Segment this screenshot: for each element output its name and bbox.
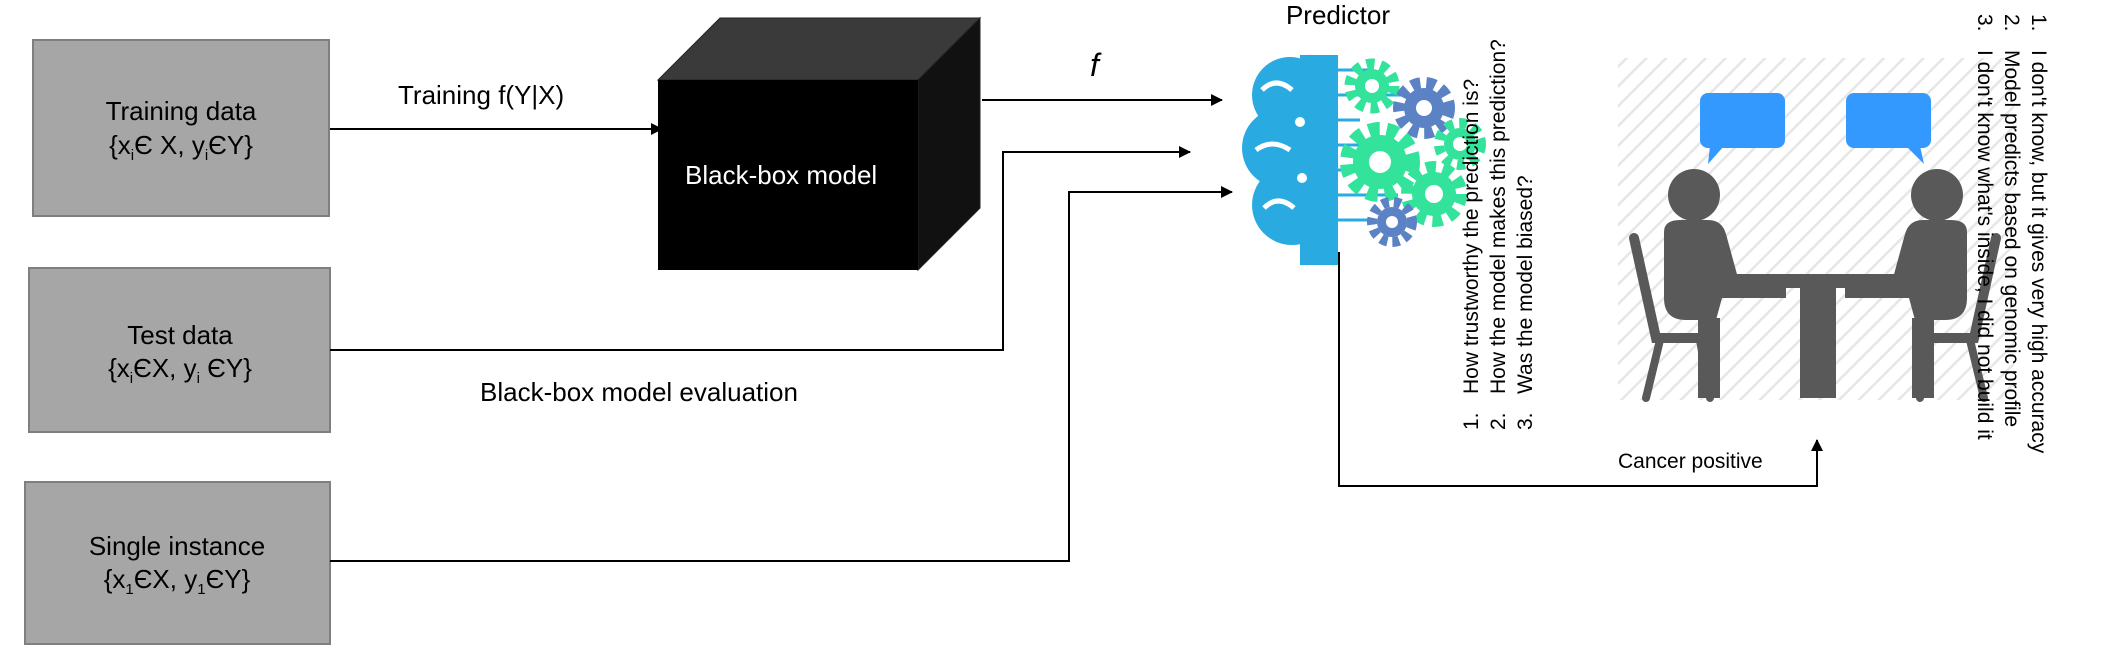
person-right-icon	[1845, 169, 2001, 402]
question-number-2: 2.	[1487, 412, 1510, 430]
gear-icon	[1340, 122, 1420, 202]
question-number-1: 1.	[1460, 412, 1483, 430]
person-left-icon	[1629, 169, 1786, 402]
question-item-1: How trustworthy the prediction is?	[1460, 79, 1483, 394]
test-data-box: Test data {xiЄX, yi ЄY}	[28, 267, 331, 433]
speech-bubble-icon	[1846, 93, 1931, 164]
gear-icon	[1401, 161, 1467, 227]
answer-item-3: I don't know what's inside, I did not bu…	[1973, 50, 1996, 440]
gear-icon	[1393, 77, 1455, 139]
single-instance-title: Single instance	[89, 531, 265, 561]
test-data-title: Test data	[127, 320, 233, 350]
question-item-3: Was the model biased?	[1514, 175, 1537, 394]
evaluation-label: Black-box model evaluation	[480, 377, 798, 407]
answer-number-1: 1.	[2027, 14, 2050, 32]
training-data-title: Training data	[106, 96, 257, 126]
black-box-model-label: Black-box model	[685, 160, 877, 190]
consultation-illustration	[1618, 58, 2014, 402]
black-box-model: Black-box model	[656, 16, 982, 272]
single-instance-box: Single instance {x1ЄX, y1ЄY}	[24, 481, 331, 645]
gear-icon	[1344, 58, 1400, 114]
gear-icon	[1367, 197, 1417, 247]
questions-list: 1. How trustworthy the prediction is? 2.…	[1460, 39, 1537, 430]
predictor-title: Predictor	[1286, 0, 1390, 30]
single-instance-formula: {x1ЄX, y1ЄY}	[104, 564, 251, 598]
gear-icons	[1340, 58, 1486, 247]
gear-icon	[1434, 118, 1486, 170]
f-label: f	[1090, 47, 1102, 83]
answers-list: 1. I don't know, but it gives very high …	[1973, 14, 2050, 454]
single-instance-arrow	[330, 186, 1233, 562]
training-arrow-label: Training f(Y|X)	[398, 80, 564, 110]
training-data-formula: {xiЄ X, yiЄY}	[109, 130, 253, 164]
question-number-3: 3.	[1514, 412, 1537, 430]
cancer-positive-arrow	[1338, 252, 1823, 487]
test-data-formula: {xiЄX, yi ЄY}	[108, 353, 252, 387]
answer-number-3: 3.	[1973, 14, 1996, 32]
answer-item-2: Model predicts based on genomic profile	[2000, 50, 2023, 427]
answer-number-2: 2.	[2000, 14, 2023, 32]
question-item-2: How the model makes this prediction?	[1487, 39, 1510, 394]
cancer-positive-label: Cancer positive	[1618, 450, 1763, 473]
answer-item-1: I don't know, but it gives very high acc…	[2027, 50, 2050, 454]
training-data-box: Training data {xiЄ X, yiЄY}	[32, 39, 330, 217]
test-data-arrow	[330, 146, 1191, 351]
speech-bubble-icon	[1700, 93, 1785, 164]
